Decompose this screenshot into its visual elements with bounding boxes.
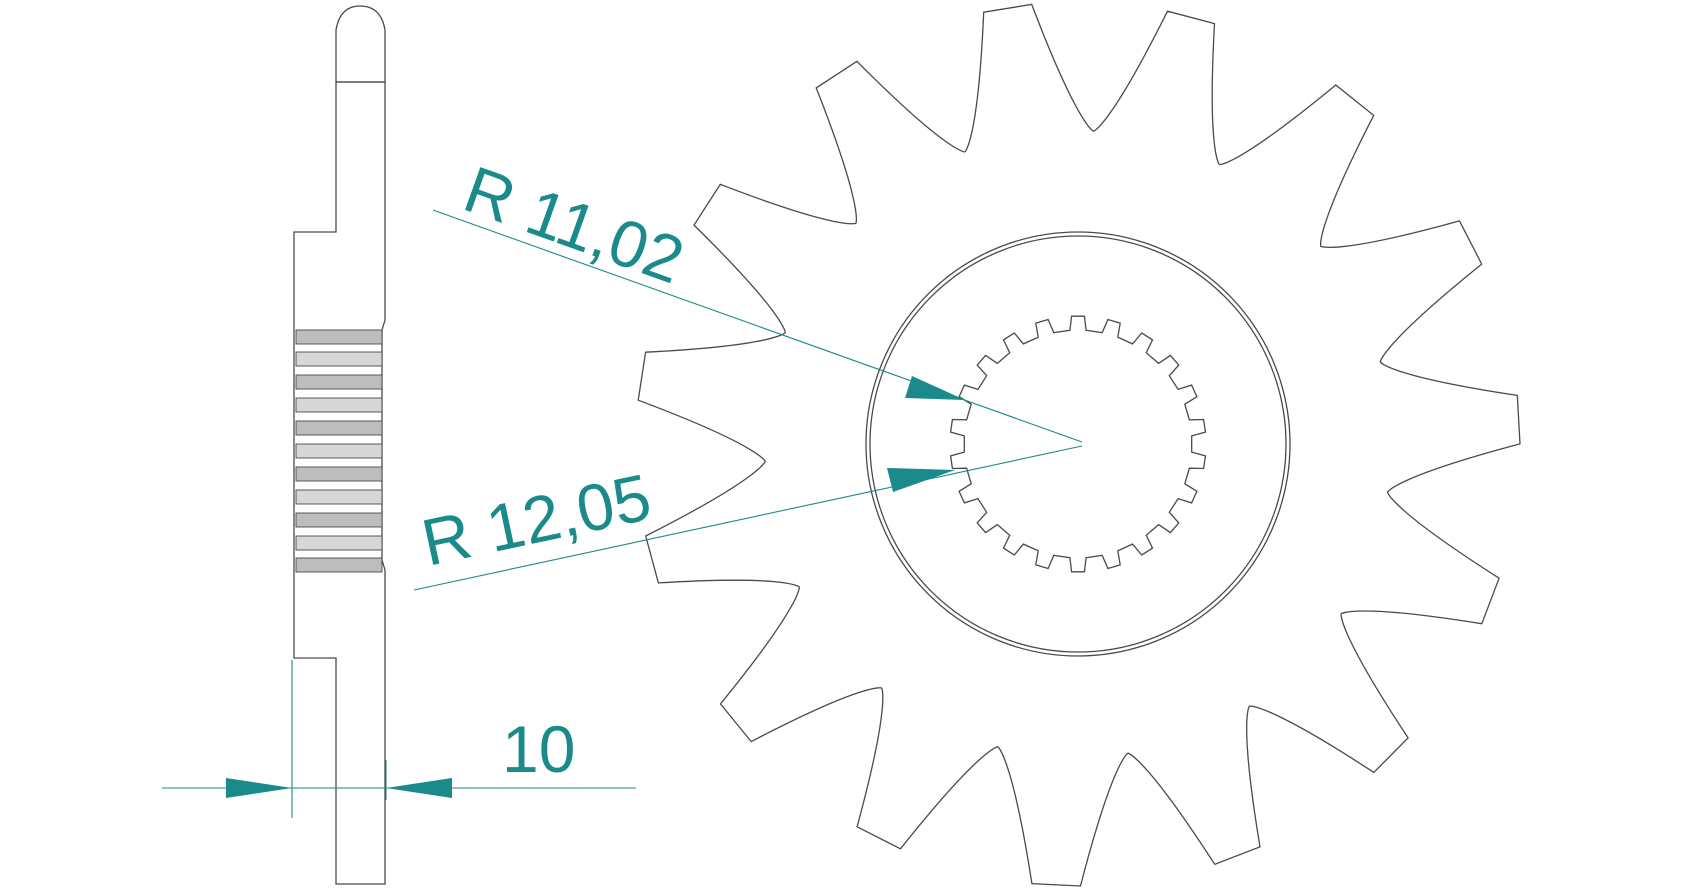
spline-groove [295,329,383,345]
spline-groove [295,489,383,505]
thickness-arrow-left [226,778,292,798]
thickness-arrow-right [386,778,452,798]
spline-groove [295,351,383,367]
splined-bore [949,315,1207,573]
r-outer-arrowhead [887,468,955,492]
dimension-thickness: 10 [162,712,636,798]
hub-circle-outer [865,231,1291,657]
sprocket-side-view [291,5,387,885]
side-view-tooth-tip [335,5,386,83]
r-outer-leader [413,445,1083,591]
side-view-body [293,81,386,885]
hub-circle-inner [869,235,1287,653]
r-outer-label: R 12,05 [416,459,658,579]
dimension-r-inner: R 11,02 [432,152,1083,443]
spline-groove [295,397,383,413]
spline-groove [295,512,383,528]
r-inner-arrowhead [905,376,965,400]
spline-groove [295,535,383,551]
thickness-label: 10 [502,712,575,786]
spline-groove [295,420,383,436]
r-inner-label: R 11,02 [455,152,693,298]
sprocket-front-view [637,3,1521,887]
r-inner-leader [432,209,1083,443]
sprocket-outline [637,3,1521,887]
spline-groove [295,557,383,573]
spline-groove [295,443,383,459]
spline-groove [295,374,383,390]
spline-groove [295,466,383,482]
side-view-spline-grooves [295,329,383,573]
